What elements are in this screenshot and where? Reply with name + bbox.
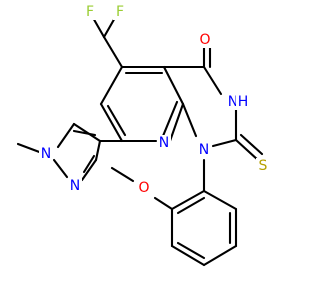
bond-aryl-1: [202, 189, 238, 211]
bond-chf2-ring: [102, 35, 124, 69]
atom-label-backdrop: [83, 4, 97, 20]
atom-label-backdrop: [197, 142, 211, 158]
bond-pz-c4-c5-double: [72, 129, 97, 137]
atom-f2: F: [116, 4, 124, 20]
atom-label-backdrop: [236, 94, 250, 110]
atom-f1: F: [86, 4, 94, 20]
atom-label-backdrop: [256, 158, 270, 174]
atom-label-backdrop: [39, 146, 53, 162]
bond-aryl-o: [153, 196, 174, 211]
bond-c6-c7-double: [106, 104, 127, 137]
bond-aryl-6-double: [176, 196, 206, 215]
atom-n-pyrazole-2: N: [70, 178, 80, 194]
bond-aryl-4-double: [176, 241, 206, 260]
bond-pz-n1-methyl: [16, 142, 44, 155]
atom-s: S: [259, 158, 268, 174]
bond-c5-c6: [99, 65, 124, 106]
bond-pz-c3-c4: [94, 139, 102, 162]
bond-pz-n1-n2: [52, 158, 69, 179]
bond-c2-n1: [211, 138, 238, 148]
bond-c2-s-double: [239, 133, 264, 156]
molecule-structure-diagram: F F O N H N N S O N N: [16, 4, 270, 267]
bond-aryl-4: [170, 244, 206, 267]
bond-n1-c8a: [181, 102, 198, 138]
atom-n-pyrazole-1: N: [41, 146, 51, 162]
bond-pz-n2-c3-double: [82, 154, 96, 174]
atom-o-carbonyl: O: [199, 32, 210, 48]
bond-pz-c5-n1: [56, 122, 76, 149]
atom-label-backdrop: [198, 32, 212, 48]
bond-aryl-6: [170, 189, 206, 211]
atom-o-methoxy: O: [138, 180, 149, 196]
bond-n8-c8a: [168, 102, 185, 143]
bond-n8-c8a-double: [161, 100, 179, 138]
bond-c4a-c8a: [162, 65, 185, 106]
bond-c6-c7: [99, 102, 124, 143]
atom-label-backdrop: [157, 135, 171, 151]
bonds: [16, 14, 264, 267]
atom-label-backdrop: [113, 4, 127, 20]
atom-n8: N: [159, 135, 169, 151]
bond-o-ch3: [110, 166, 135, 183]
atom-n3: N: [228, 94, 238, 110]
bond-c4-n3: [202, 65, 223, 96]
bond-aryl-3: [202, 244, 238, 267]
atom-n1: N: [199, 142, 209, 158]
atom-label-backdrop: [68, 178, 82, 194]
bond-pz-n2-c3: [80, 158, 98, 182]
atom-labels: F F O N H N N S O N N: [39, 4, 270, 196]
bond-c2-s: [234, 138, 260, 162]
atom-h: H: [238, 94, 249, 110]
atom-label-backdrop: [137, 180, 151, 196]
